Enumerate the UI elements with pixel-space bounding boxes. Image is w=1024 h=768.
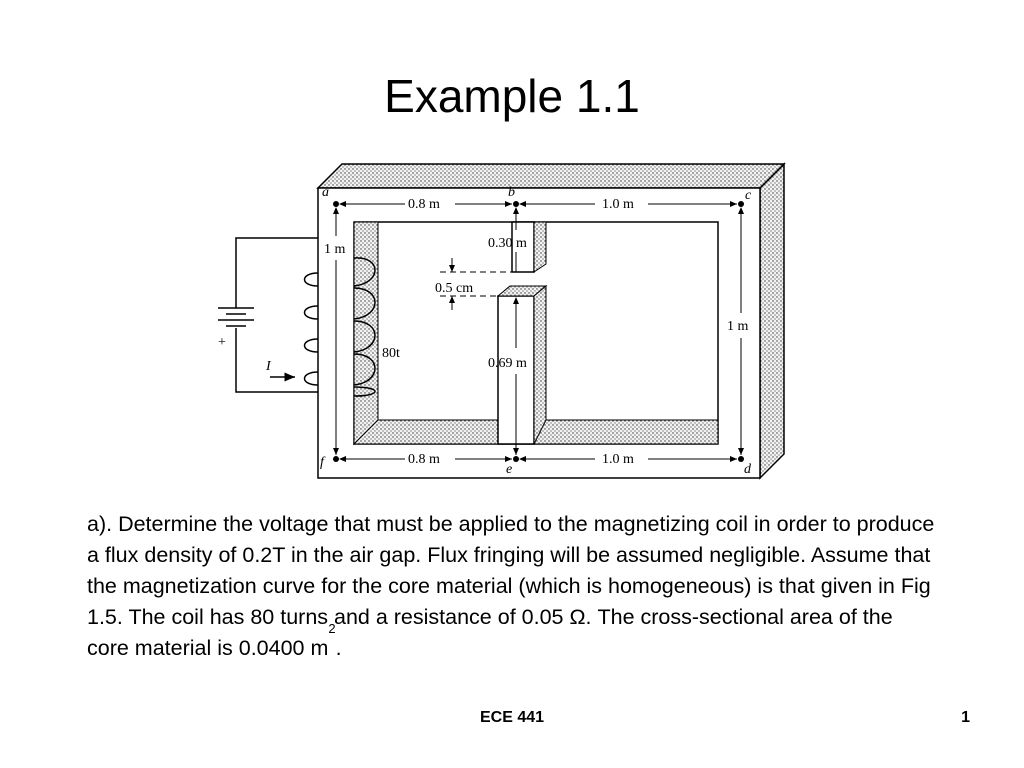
core-top-face (316, 163, 786, 189)
dim-lower-leg: 0.69 m (488, 356, 527, 371)
dim-top-left: 0.8 m (408, 197, 440, 212)
dim-bottom-left: 0.8 m (408, 452, 440, 467)
page-number: 1 (961, 709, 970, 726)
battery-plus-label: + (218, 335, 226, 350)
problem-end: . (335, 636, 342, 660)
dim-bottom-right: 1.0 m (602, 452, 634, 467)
dim-left-height: 1 m (324, 242, 346, 257)
problem-statement: a). Determine the voltage that must be a… (87, 509, 937, 664)
dim-top-right: 1.0 m (602, 197, 634, 212)
point-c-label: c (745, 188, 752, 203)
point-b-label: b (508, 185, 515, 200)
dim-gap: 0.5 cm (435, 281, 473, 296)
problem-text: a). Determine the voltage that must be a… (87, 512, 935, 660)
dim-right-height: 1 m (727, 319, 749, 334)
area-superscript: 2 (328, 621, 336, 636)
coil-turns-label: 80t (382, 346, 400, 361)
core-side-face (759, 162, 785, 480)
point-a-label: a (322, 185, 329, 200)
magnetizing-coil (303, 257, 376, 397)
footer-course: ECE 441 (479, 709, 545, 726)
current-label: I (265, 359, 272, 374)
point-d-label: d (744, 462, 752, 477)
source-circuit (218, 237, 318, 393)
dim-upper-leg: 0.30 m (488, 236, 527, 251)
magnetic-core-diagram: a b c d e f 0.8 m 1.0 m 0.8 m 1.0 m 1 m … (218, 162, 786, 480)
magnetic-core-figure: a b c d e f 0.8 m 1.0 m 0.8 m 1.0 m 1 m … (200, 148, 800, 493)
point-e-label: e (506, 462, 512, 477)
point-f-label: f (320, 455, 326, 470)
slide-title: Example 1.1 (384, 70, 640, 122)
